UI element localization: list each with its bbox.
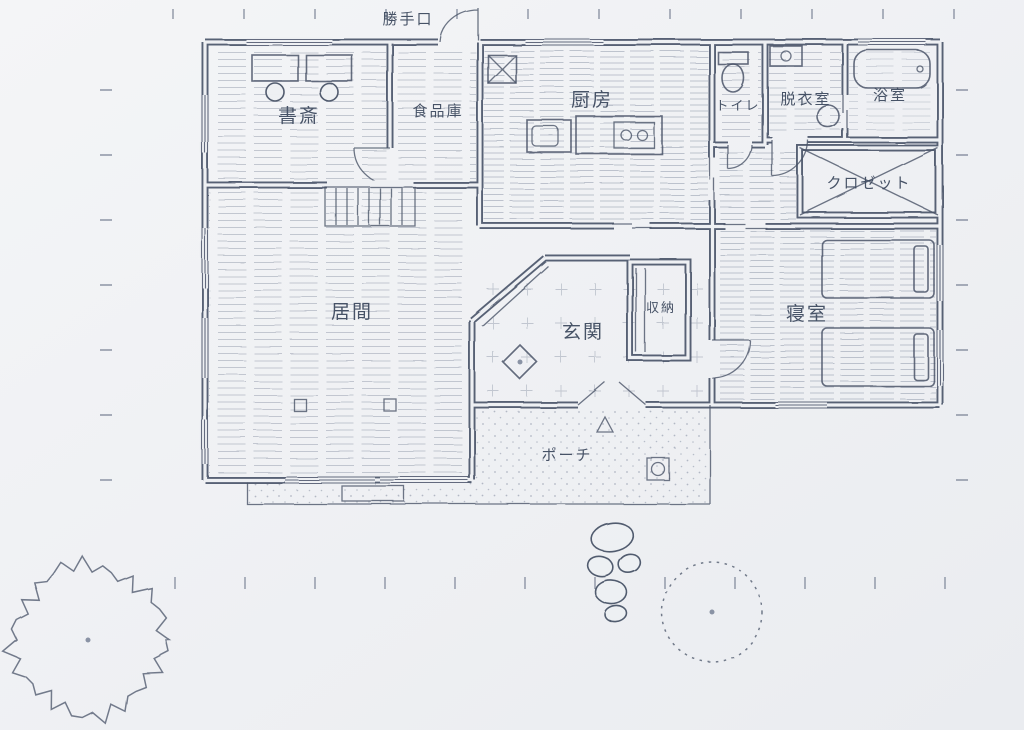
room-label-entrance: 玄関 (562, 321, 604, 343)
doors (353, 8, 848, 406)
room-label-study: 書斎 (278, 105, 320, 127)
windows (200, 37, 945, 485)
changing-door-swing (771, 139, 809, 177)
bedroom-top-sliding-door (723, 223, 767, 229)
stairs (324, 180, 416, 227)
room-label-living: 居間 (331, 301, 373, 323)
kitchen-corridor-sliding-door (709, 158, 715, 200)
toilet-fixture (717, 51, 749, 93)
chair-icon (265, 82, 285, 102)
terrace-step (341, 485, 405, 502)
room-labels: 勝手口 書斎 食品庫 厨房 トイレ 脱衣室 浴室 クロゼット 居間 玄関 収納 … (278, 10, 911, 464)
porch-lantern (646, 457, 670, 481)
bed (821, 239, 935, 299)
tree-large (1, 554, 172, 725)
room-label-bedroom: 寝室 (786, 303, 828, 325)
toilet-bowl (721, 63, 745, 93)
counter (575, 115, 663, 155)
changing-room-fixtures (769, 45, 840, 128)
range-box (487, 54, 517, 84)
sink-unit (526, 119, 572, 153)
pillow (913, 333, 929, 381)
toilet-door-swing (727, 144, 753, 170)
terrace-outline (246, 405, 711, 505)
tree-small (661, 561, 763, 663)
floor-tile (501, 343, 539, 381)
entrance-step-line (481, 265, 549, 327)
storage-shelf-lines (635, 268, 646, 352)
linework (1, 8, 945, 725)
survey-ticks (100, 9, 968, 589)
trees (1, 554, 763, 725)
room-label-changing-room: 脱衣室 (780, 90, 831, 108)
porch-triangle-mark (595, 415, 615, 433)
beds (821, 239, 935, 387)
pillow (913, 245, 929, 293)
stove (613, 121, 655, 149)
room-label-pantry: 食品庫 (412, 102, 463, 120)
porch-elements (246, 405, 711, 505)
porch-floor (247, 409, 708, 504)
burner-icon (620, 129, 632, 141)
kitchen-fixtures (487, 54, 663, 155)
bed (821, 327, 935, 387)
room-label-bath: 浴室 (873, 86, 907, 104)
entrance-details (481, 265, 549, 381)
room-label-porch: ポーチ (541, 446, 592, 464)
room-label-kitchen: 厨房 (571, 89, 613, 111)
back-door-swing (439, 8, 479, 43)
sink-basin (531, 125, 559, 147)
room-label-storage: 収納 (646, 301, 676, 316)
bath-fixtures (853, 49, 931, 89)
stepping-stones (586, 521, 641, 623)
kitchen-hall-sliding-door (612, 223, 652, 229)
room-label-closet: クロゼット (826, 174, 911, 192)
living-room-posts (293, 398, 397, 412)
drain-icon (916, 65, 924, 73)
room-label-back-door: 勝手口 (382, 10, 433, 28)
washbasin (769, 45, 803, 67)
chair-icon (319, 82, 339, 102)
closet-x-mark (799, 147, 939, 216)
front-door-marks (577, 381, 647, 406)
bedroom-door-swing (711, 339, 751, 379)
bath-sliding-door (842, 95, 848, 128)
study-desks (251, 54, 353, 102)
room-shading (209, 46, 936, 504)
room-label-toilet: トイレ (715, 99, 760, 114)
washing-machine (816, 104, 840, 128)
burner-icon (636, 129, 648, 141)
bathtub (853, 49, 931, 89)
